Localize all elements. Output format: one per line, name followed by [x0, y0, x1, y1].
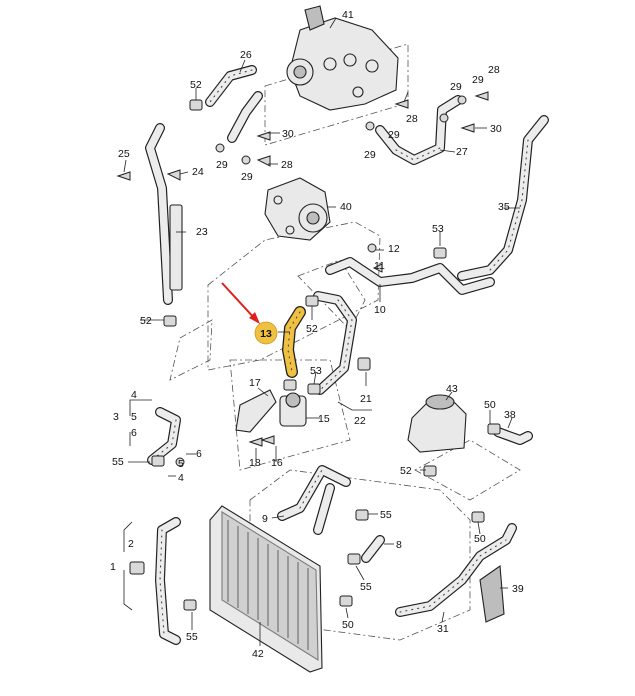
- label-10: 10: [374, 304, 386, 316]
- label-15: 15: [318, 413, 330, 425]
- label-6-upper: 6: [131, 427, 137, 439]
- label-4-lower: 4: [178, 472, 184, 484]
- label-28-top: 28: [488, 64, 500, 76]
- label-41: 41: [342, 9, 354, 21]
- label-52-top: 52: [190, 79, 202, 91]
- part-13-highlighted-hose: [281, 306, 306, 378]
- label-53-top: 53: [432, 223, 444, 235]
- part-labels: 41 26 52 28 29 29 28 29 30 25 29 24 29 2…: [110, 9, 524, 660]
- part-15-valve: [279, 392, 307, 427]
- part-42-radiator: [209, 505, 323, 673]
- red-pointer-arrow: [221, 282, 260, 324]
- label-29-a: 29: [450, 81, 462, 93]
- label-50-right: 50: [484, 399, 496, 411]
- label-12: 12: [388, 243, 400, 255]
- part-hose-center: [313, 291, 357, 395]
- label-50-mid: 50: [474, 533, 486, 545]
- label-55-left: 55: [112, 456, 124, 468]
- label-6-lower: 6: [196, 448, 202, 460]
- callout-13-highlight: 13: [254, 321, 278, 345]
- part-8-hose: [361, 535, 385, 563]
- label-55-bot: 55: [360, 581, 372, 593]
- leader-lines: [123, 17, 520, 646]
- label-52-right: 52: [400, 465, 412, 477]
- label-13: 13: [260, 328, 272, 340]
- label-23: 23: [196, 226, 208, 238]
- part-41-housing: [286, 5, 399, 111]
- label-21: 21: [360, 393, 372, 405]
- label-30-left: 30: [282, 128, 294, 140]
- label-5-upper: 5: [131, 411, 137, 423]
- label-29-b: 29: [472, 74, 484, 86]
- part-3-hose: [147, 407, 181, 465]
- label-4: 4: [131, 389, 137, 401]
- label-50-bot: 50: [342, 619, 354, 631]
- label-28-bot: 28: [281, 159, 293, 171]
- part-38-hose: [493, 427, 533, 445]
- label-25: 25: [118, 148, 130, 160]
- label-18: 18: [249, 457, 261, 469]
- label-1: 1: [110, 561, 116, 573]
- label-53-mid: 53: [310, 365, 322, 377]
- label-28-mid: 28: [406, 113, 418, 125]
- label-9: 9: [262, 513, 268, 525]
- label-24: 24: [192, 166, 204, 178]
- label-29-e: 29: [241, 171, 253, 183]
- part-31-hose: [395, 523, 517, 617]
- label-35: 35: [498, 201, 510, 213]
- part-17-bracket: [235, 389, 277, 433]
- label-3: 3: [113, 411, 119, 423]
- label-52-mid: 52: [306, 323, 318, 335]
- part-27-hose: [375, 95, 463, 165]
- part-26-hose: [205, 65, 263, 143]
- part-35-hose: [457, 115, 549, 281]
- part-10-pipe: [325, 257, 495, 295]
- part-23-coolant-pipe: [145, 123, 183, 305]
- label-22: 22: [354, 415, 366, 427]
- label-16: 16: [271, 457, 283, 469]
- label-2: 2: [128, 538, 134, 550]
- clips-and-fasteners: [116, 91, 501, 611]
- label-39: 39: [512, 583, 524, 595]
- label-38: 38: [504, 409, 516, 421]
- label-11: 11: [374, 260, 385, 272]
- part-1-hose: [155, 517, 181, 645]
- label-55-lower-left: 55: [186, 631, 198, 643]
- label-29-f: 29: [364, 149, 376, 161]
- part-40-water-pump: [264, 177, 331, 241]
- label-31: 31: [437, 623, 449, 635]
- label-29-c: 29: [388, 129, 400, 141]
- part-39-heat-shield: [479, 565, 505, 623]
- label-26: 26: [240, 49, 252, 61]
- label-52-left: 52: [140, 315, 152, 327]
- label-17: 17: [249, 377, 261, 389]
- part-9-hose: [277, 465, 351, 535]
- label-27: 27: [456, 146, 468, 158]
- label-40: 40: [340, 201, 352, 213]
- label-8: 8: [396, 539, 402, 551]
- label-5-lower: 5: [178, 458, 184, 470]
- part-43-expansion-tank: [407, 394, 467, 453]
- label-55-mid: 55: [380, 509, 392, 521]
- label-29-d: 29: [216, 159, 228, 171]
- label-42: 42: [252, 648, 264, 660]
- label-43: 43: [446, 383, 458, 395]
- label-30-right: 30: [490, 123, 502, 135]
